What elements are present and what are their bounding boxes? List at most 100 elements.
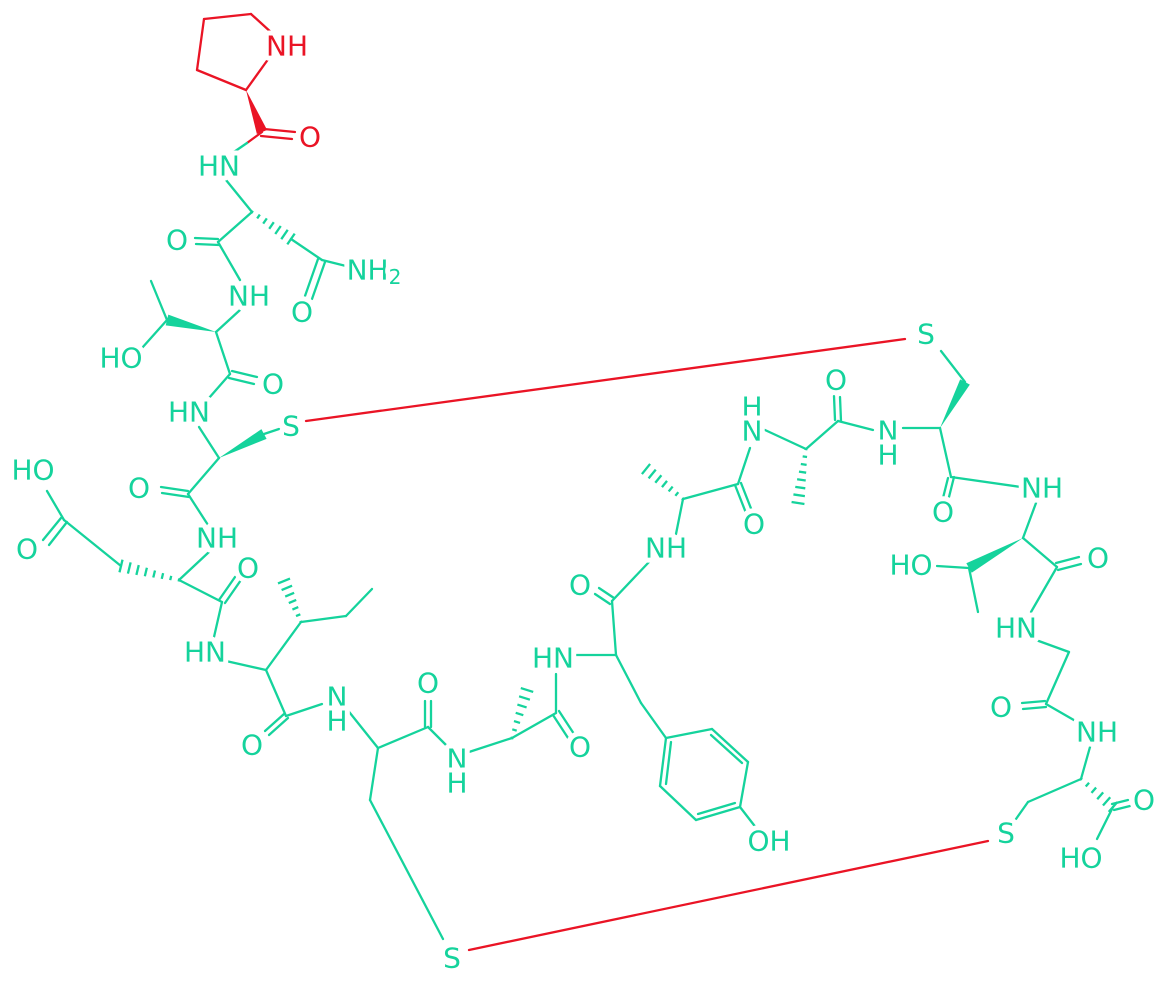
- atom-label-ala1-h: H: [446, 767, 467, 800]
- bond: [230, 369, 259, 379]
- bond: [557, 709, 578, 739]
- bond: [376, 725, 430, 750]
- atom-label-ile-o: O: [241, 729, 263, 762]
- bond: [1079, 745, 1092, 781]
- bond: [738, 760, 750, 809]
- atom-label-cys1-hn: HN: [168, 396, 210, 429]
- bond: [947, 475, 956, 499]
- bond: [641, 463, 685, 501]
- bond: [246, 90, 268, 134]
- bond: [177, 578, 224, 604]
- bond: [229, 141, 249, 156]
- bond: [510, 711, 558, 740]
- bond: [194, 242, 221, 247]
- atom-label-glu-o: O: [237, 552, 259, 585]
- bond: [736, 446, 752, 486]
- atom-label-thr2-nh: NH: [1021, 472, 1063, 505]
- atom-label-cys1-o: O: [128, 472, 150, 505]
- bond: [1029, 565, 1059, 614]
- atom-label-ala3-h: H: [741, 391, 762, 424]
- bond: [250, 210, 296, 245]
- bond: [832, 394, 837, 422]
- bond: [694, 805, 742, 822]
- bond: [195, 68, 248, 92]
- bond: [664, 727, 714, 740]
- atom-label-cys3-n: N: [878, 415, 899, 448]
- atom-label-glu-ho: HO: [11, 454, 54, 487]
- atom-label-gly-hn: HN: [995, 612, 1037, 645]
- bond: [177, 550, 211, 582]
- bond: [368, 798, 445, 941]
- atom-label-cys4-s: S: [997, 817, 1015, 850]
- bond: [303, 257, 320, 298]
- atom-label-cys2-n: N: [327, 681, 348, 714]
- bond: [47, 520, 69, 547]
- atom-label-cys3-h: H: [877, 439, 898, 472]
- atom-label-thr1-ho: HO: [99, 342, 142, 375]
- bond: [1079, 777, 1119, 813]
- bond: [804, 419, 840, 451]
- atom-label-asn-side-o: O: [291, 296, 313, 329]
- atom-label-asn-hn: HN: [198, 150, 240, 183]
- bond: [165, 314, 216, 332]
- atom-label-thr1-o: O: [262, 368, 284, 401]
- atom-label-thr2-ho: HO: [889, 549, 932, 582]
- atom-label-thr1-nh: NH: [228, 280, 270, 313]
- bond: [610, 599, 618, 657]
- bond: [224, 659, 268, 672]
- bond: [244, 56, 271, 92]
- bond: [966, 538, 1023, 573]
- bond: [610, 560, 651, 603]
- bond: [1044, 702, 1081, 725]
- bond: [267, 716, 290, 737]
- atom-label-ala3-o: O: [825, 364, 847, 397]
- bond: [939, 349, 967, 384]
- atom-label-cys2-h: H: [326, 705, 347, 738]
- atom-label-thr2-o: O: [1087, 542, 1109, 575]
- bond: [639, 701, 668, 740]
- bond: [1112, 804, 1132, 812]
- atom-label-cys1-s: S: [282, 410, 300, 443]
- atom-label-ala2-nh: NH: [645, 532, 687, 565]
- atom-label-ala1-o: O: [569, 731, 591, 764]
- bond: [344, 587, 374, 618]
- bond: [224, 178, 254, 214]
- disulfide-bond: [304, 337, 907, 423]
- bond: [467, 736, 514, 754]
- bond: [738, 805, 759, 831]
- bond: [1054, 555, 1081, 565]
- bond: [368, 746, 380, 802]
- atom-label-tyr-hn: HN: [532, 642, 574, 675]
- bond: [1021, 536, 1059, 569]
- bond: [263, 712, 286, 733]
- bond: [45, 489, 66, 522]
- atom-label-asn-nh2: NH2: [347, 254, 402, 290]
- bond: [733, 483, 748, 515]
- bond: [41, 516, 63, 542]
- bond: [219, 429, 267, 458]
- atom-label-gly-o: O: [990, 691, 1012, 724]
- bond: [1110, 798, 1130, 806]
- atom-label-glu-side-o: O: [16, 533, 38, 566]
- bond: [214, 330, 232, 376]
- atom-label-tyr-o: O: [569, 569, 591, 602]
- bond: [214, 308, 242, 334]
- bond: [195, 17, 206, 72]
- bond: [223, 578, 243, 605]
- bond: [140, 318, 169, 350]
- bond: [710, 727, 750, 764]
- bond: [262, 427, 281, 436]
- atom-label-pro-o: O: [299, 121, 321, 154]
- bond: [426, 725, 451, 750]
- bond: [227, 376, 256, 386]
- bond: [320, 258, 352, 269]
- atom-label-ala1-n: N: [447, 743, 468, 776]
- bond: [149, 279, 169, 322]
- bond: [207, 372, 232, 400]
- bond: [277, 577, 303, 624]
- bond: [1021, 705, 1048, 711]
- bond: [836, 419, 875, 432]
